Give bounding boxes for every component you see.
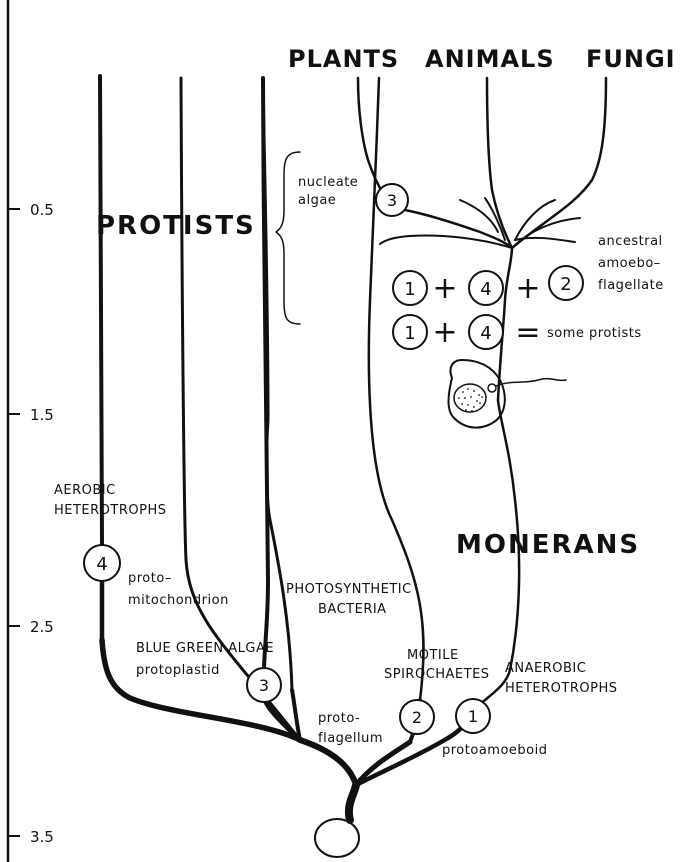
nucleate-algae-brace [276, 152, 300, 324]
lineage-aerobic [100, 76, 102, 545]
equation-2-circle-1-label: 1 [404, 323, 415, 344]
common-ancestor-cell [315, 819, 359, 857]
ancestral-label-line1: ancestral [598, 234, 663, 249]
plus-sign-1: + [432, 271, 457, 306]
anaerobic-label-line1: ANAEROBIC [505, 661, 586, 676]
bluegreen-label-line1: BLUE GREEN ALGAE [136, 641, 274, 656]
marker-4-mitochondrion-label: 4 [96, 554, 107, 575]
protomito-label-line2: mitochondrion [128, 593, 229, 608]
cell-flagellum [496, 379, 566, 386]
cell-basal-body [488, 384, 496, 392]
protoflagellum-label-line1: proto- [318, 711, 360, 726]
marker-1-protoamoeboid-label: 1 [468, 707, 478, 726]
marker-3-nucleate-label: 3 [387, 191, 397, 210]
plus-sign-2: + [515, 271, 540, 306]
axis-label-1-5: 1.5 [30, 406, 54, 424]
kingdom-protists-label: PROTISTS [96, 211, 256, 241]
photosynthetic-label-line2: BACTERIA [318, 602, 387, 617]
axis-label-0-5: 0.5 [30, 201, 54, 219]
nucleate-algae-label-line1: nucleate [298, 175, 358, 190]
equation-circle-1-label: 1 [404, 279, 415, 300]
ancestral-label-line2: amoebo– [598, 256, 661, 271]
ancestral-label-line3: flagellate [598, 278, 664, 293]
nucleate-algae-label-line2: algae [298, 193, 336, 208]
aerobic-label-line2: HETEROTROPHS [54, 503, 166, 518]
equation-circle-2-label: 2 [560, 274, 571, 295]
some-protists-label: some protists [547, 326, 642, 341]
ameboflagellate-cell [449, 360, 567, 428]
kingdom-monerans-label: MONERANS [456, 530, 640, 560]
marker-2-protoflagellum-label: 2 [412, 708, 422, 727]
twig-6 [515, 238, 575, 242]
protomito-label-line1: proto– [128, 571, 172, 586]
equation-circle-4-label: 4 [480, 279, 491, 300]
time-axis: 0.5 1.5 2.5 3.5 [8, 0, 54, 862]
kingdom-animals-label: ANIMALS [425, 45, 555, 73]
anaerobic-label-line2: HETEROTROPHS [505, 681, 617, 696]
bluegreen-label-line2: protoplastid [136, 663, 220, 678]
animals-stem [487, 78, 512, 248]
equals-sign: = [515, 315, 540, 350]
kingdom-plants-label: PLANTS [288, 45, 399, 73]
axis-label-2-5: 2.5 [30, 618, 54, 636]
branch-left-main [300, 740, 356, 785]
protoamoeboid-label: protoamoeboid [442, 743, 547, 758]
marker-3-protoplastid-label: 3 [259, 676, 269, 695]
motile-label-line2: SPIROCHAETES [384, 667, 490, 682]
aerobic-label-line1: AEROBIC [54, 483, 116, 498]
axis-label-3-5: 3.5 [30, 828, 54, 846]
protoflagellum-label-line2: flagellum [318, 731, 383, 746]
motile-label-line1: MOTILE [407, 648, 459, 663]
photosynthetic-label-line1: PHOTOSYNTHETIC [286, 582, 412, 597]
trunk-stem [349, 785, 356, 820]
equation-2-circle-4-label: 4 [480, 323, 491, 344]
equation-some-protists: 1 + 4 = [393, 315, 541, 350]
upper-branching [358, 78, 606, 248]
equation-ancestral: 1 + 4 + 2 [393, 266, 583, 306]
kingdom-fungi-label: FUNGI [586, 45, 676, 73]
plus-sign-3: + [432, 315, 457, 350]
